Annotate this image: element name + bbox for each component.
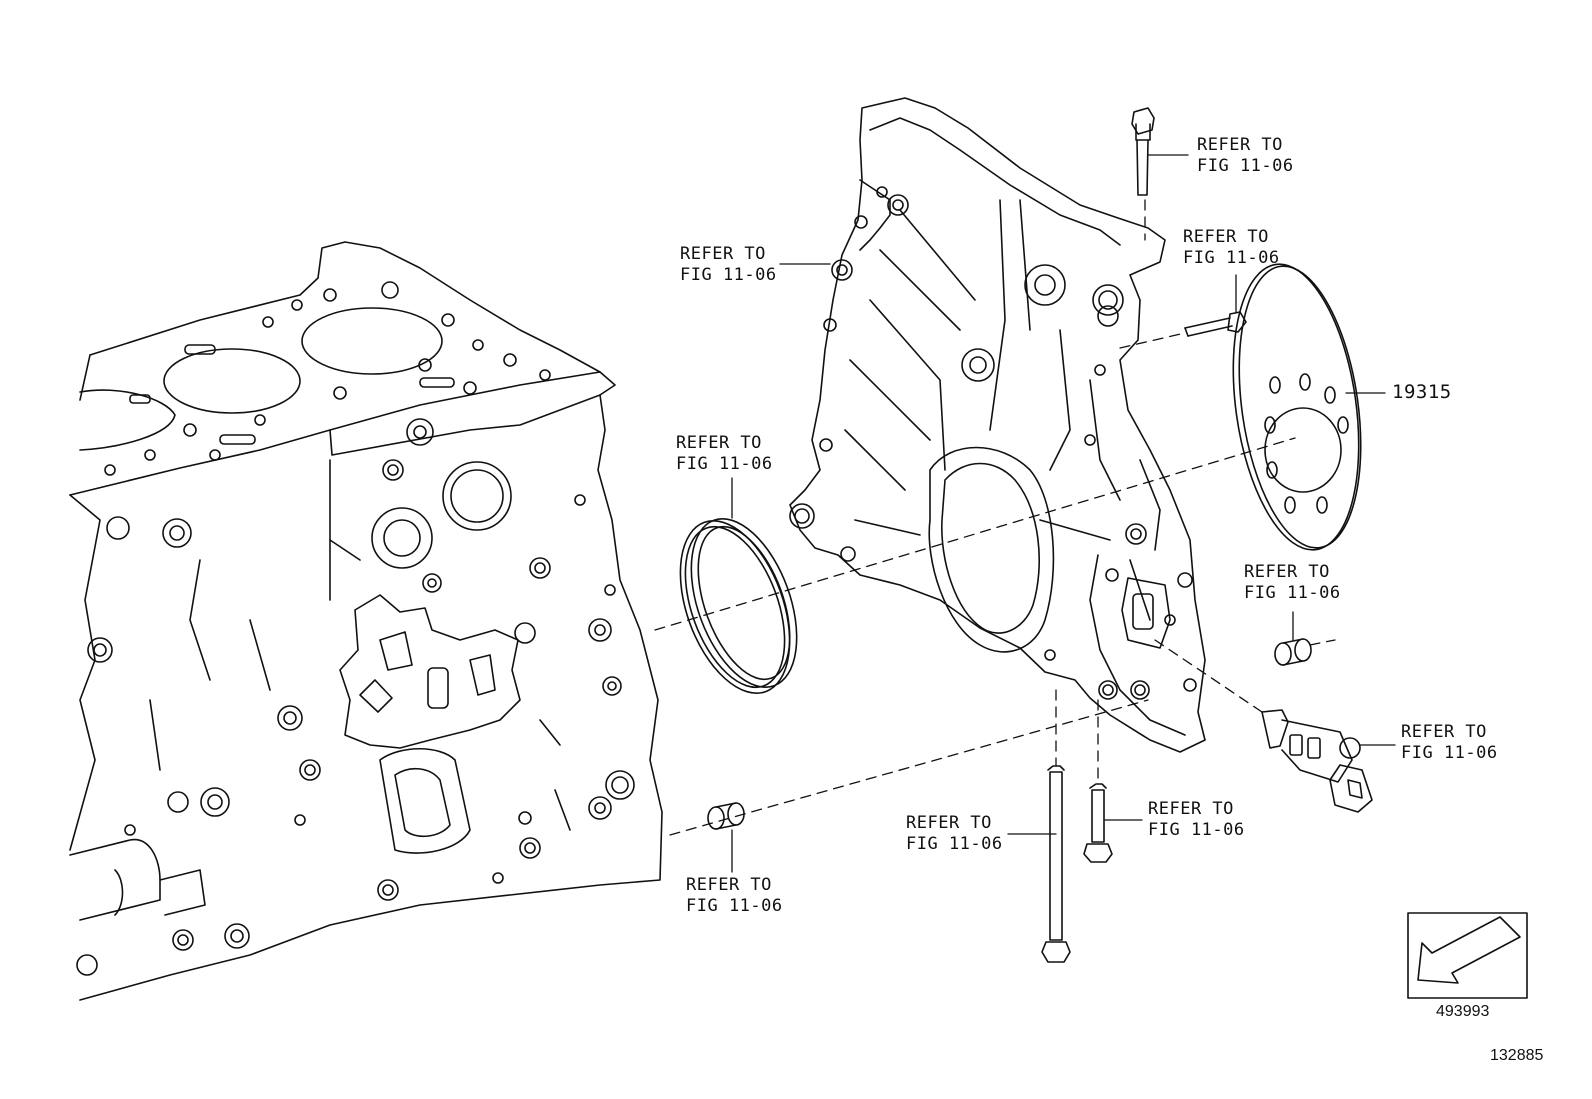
- callout-leaders: [731, 154, 1396, 873]
- crankshaft-timing-rotor: [1232, 263, 1362, 551]
- assembly-centerlines: [654, 199, 1336, 836]
- figure-code: 132885: [1490, 1047, 1544, 1064]
- arrow-down-left-icon: [1417, 916, 1521, 984]
- engine-block: [69, 241, 663, 1001]
- top-cover-bolt: [1131, 107, 1155, 196]
- orientation-box: [1407, 912, 1528, 999]
- dowel-pin-right: [1274, 638, 1312, 666]
- side-cover-bolt: [1184, 311, 1247, 337]
- crankshaft-position-sensor: [1261, 709, 1373, 813]
- orientation-code: 493993: [1436, 1003, 1490, 1020]
- crankshaft-oil-seal: [679, 518, 798, 694]
- timing-chain-cover: [789, 97, 1206, 753]
- long-cover-bolt: [1041, 765, 1071, 963]
- short-cover-bolt: [1083, 783, 1113, 863]
- part-number-19315[interactable]: 19315: [1392, 381, 1452, 403]
